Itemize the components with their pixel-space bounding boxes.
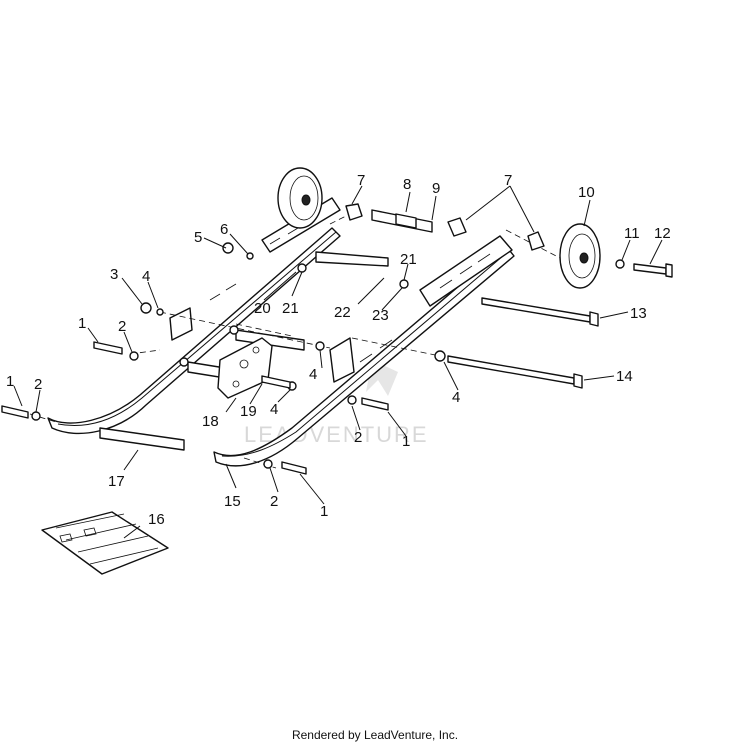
callout-4-top: 4 [142, 268, 150, 285]
callout-14: 14 [616, 368, 633, 385]
upper-axle [345, 203, 545, 251]
callout-11: 11 [624, 225, 640, 242]
callout-21-right: 21 [400, 251, 417, 268]
upper-idler-wheel [277, 167, 323, 229]
callout-1-bottom: 1 [320, 503, 328, 520]
callout-15: 15 [224, 493, 241, 510]
callout-12: 12 [654, 225, 671, 242]
callout-19: 19 [240, 403, 257, 420]
long-bolts [447, 263, 673, 389]
callout-numbers: 7 8 9 7 10 11 12 5 6 3 4 1 2 1 2 20 21 2… [6, 172, 671, 528]
callout-6: 6 [220, 221, 228, 238]
callout-9: 9 [432, 180, 440, 197]
callout-16: 16 [148, 511, 165, 528]
callout-2-bottom: 2 [270, 493, 278, 510]
callout-1-left: 1 [78, 315, 86, 332]
callout-1-center: 1 [402, 433, 410, 450]
callout-22: 22 [334, 304, 351, 321]
callout-4-lower: 4 [270, 401, 278, 418]
callout-18: 18 [202, 413, 219, 430]
callout-4-center: 4 [309, 366, 317, 383]
idler-wheel-10 [559, 223, 601, 289]
callout-8: 8 [403, 176, 411, 193]
callout-4-right: 4 [452, 389, 460, 406]
callout-5: 5 [194, 229, 202, 246]
callout-7-left: 7 [357, 172, 365, 189]
callout-21-left: 21 [282, 300, 299, 317]
callout-20: 20 [254, 300, 271, 317]
pivot-arm [217, 337, 273, 399]
callout-1-far-left: 1 [6, 373, 14, 390]
callout-23: 23 [372, 307, 389, 324]
callout-3: 3 [110, 266, 118, 283]
slide-pad [41, 511, 169, 575]
callout-2-center: 2 [354, 429, 362, 446]
small-hardware [1, 242, 625, 475]
callout-7-right: 7 [504, 172, 512, 189]
right-rail [213, 235, 515, 467]
callout-13: 13 [630, 305, 647, 322]
callout-2-left: 2 [118, 318, 126, 335]
footer-credit: Rendered by LeadVenture, Inc. [291, 728, 459, 742]
leader-lines [13, 185, 663, 539]
callout-10: 10 [578, 184, 595, 201]
callout-17: 17 [108, 473, 125, 490]
callout-2-far-left: 2 [34, 376, 42, 393]
